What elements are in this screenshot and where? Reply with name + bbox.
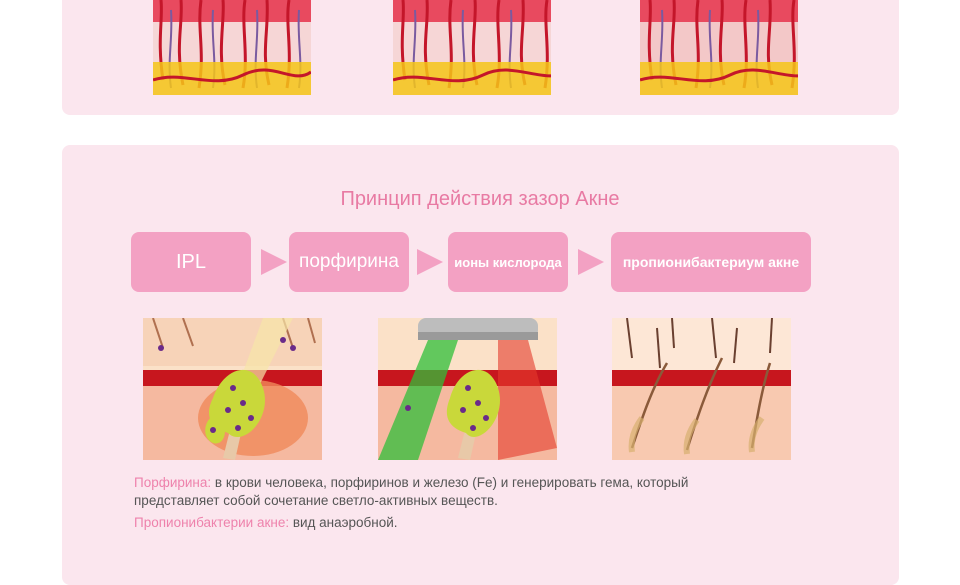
caption-term: Порфирина: (134, 475, 212, 490)
caption-porphyrin-cont: представляет собой сочетание светло-акти… (134, 491, 834, 510)
skin-layer-image-1 (153, 0, 311, 95)
skin-layer-image-3 (640, 0, 798, 95)
skin-layer-image-2 (393, 0, 551, 95)
section-title: Принцип действия зазор Акне (340, 188, 620, 210)
arrow-right-icon (261, 249, 287, 275)
caption-text: представляет собой сочетание светло-акти… (134, 493, 498, 508)
arrow-right-icon (417, 249, 443, 275)
acne-before-illustration (143, 318, 322, 460)
step-porphyrin: порфирина (289, 232, 409, 292)
step-oxygen-ions: ионы кислорода (448, 232, 568, 292)
acne-treatment-illustration (378, 318, 557, 460)
step-ipl: IPL (131, 232, 251, 292)
step-propionibacterium: пропионибактериум акне (611, 232, 811, 292)
arrow-right-icon (578, 249, 604, 275)
caption-text: в крови человека, порфиринов и железо (F… (211, 475, 689, 490)
caption-text: вид анаэробной. (289, 515, 398, 530)
caption-porphyrin: Порфирина: в крови человека, порфиринов … (134, 473, 834, 492)
clear-skin-illustration (612, 318, 791, 460)
caption-propionibacterium: Пропионибактерии акне: вид анаэробной. (134, 513, 834, 532)
caption-term: Пропионибактерии акне: (134, 515, 290, 530)
